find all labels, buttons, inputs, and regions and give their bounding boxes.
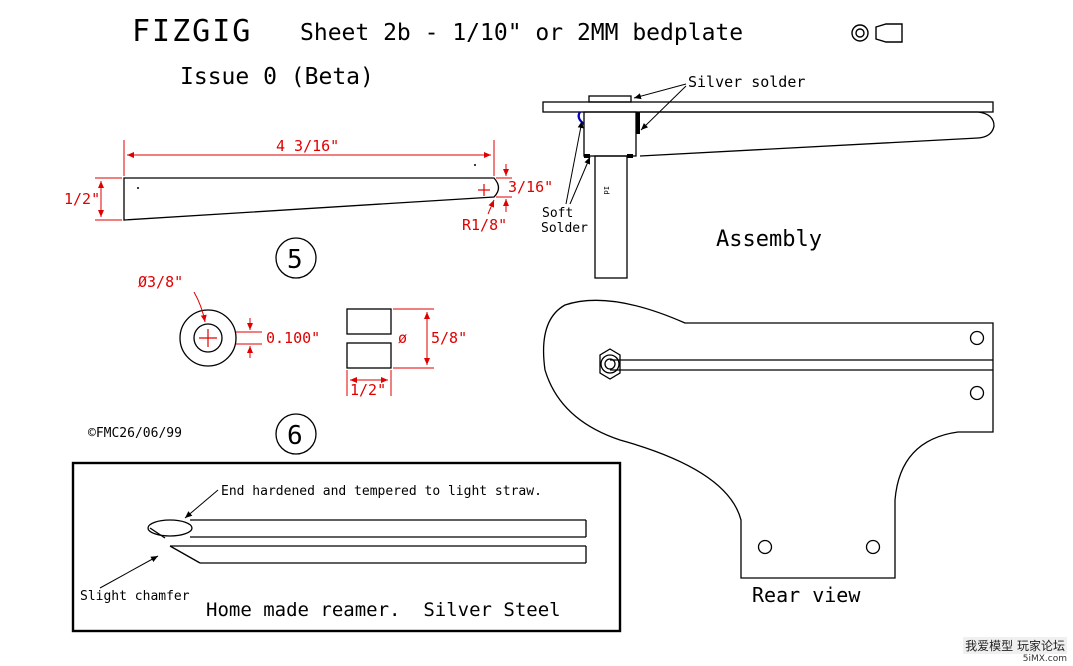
part5-end-dimension [496,164,512,212]
part5-center-mark [478,184,490,196]
reamer-chamfer-leader [99,555,159,589]
projection-symbol-icon [851,23,903,43]
part5-length-label: 4 3/16" [276,137,339,155]
reamer-chamfer-note: Slight chamfer [80,589,190,604]
silver-solder-leaders [633,83,687,131]
part6-length-label: 1/2" [350,381,386,399]
part5-balloon [275,237,317,279]
part6-width-dimension [236,318,262,358]
part5-dot-2 [474,164,476,166]
part5-radius-label: R1/8" [462,216,507,234]
part6-width-label: 0.100" [266,329,320,347]
part6-washer-center [199,329,217,347]
part6-hole-leader [193,291,207,323]
part5-end-label: 3/16" [508,178,553,196]
part5-arm [123,177,500,221]
reamer-frame [71,461,622,633]
part5-dot-1 [137,187,139,189]
soft-solder-label-2: Solder [541,221,588,236]
issue-label: Issue 0 (Beta) [180,64,374,90]
part6-dia-symbol: ø [398,329,407,347]
part6-height-label: 5/8" [431,329,467,347]
reamer-end-leader [184,489,219,519]
rear-view-drawing [542,299,994,579]
reamer-drawing [147,519,587,564]
part6-length-dimension [346,370,392,396]
part6-spacer [346,308,392,369]
part6-number: 6 [287,421,303,451]
sheet-subtitle: Sheet 2b - 1/10" or 2MM bedplate [300,20,743,46]
reamer-end-note: End hardened and tempered to light straw… [221,484,542,499]
rear-view-label: Rear view [752,583,861,607]
part6-hole-label: Ø3/8" [138,273,183,291]
soft-solder-label-1: Soft [542,206,573,221]
part6-height-dimension [393,308,434,369]
shaft-mark: Id [602,186,610,194]
copyright: ©FMC26/06/99 [88,426,182,441]
soft-solder-leaders [565,120,591,205]
part6-washer [179,309,237,367]
forum-watermark: 我爱模型 玩家论坛 5iMX.com [963,637,1067,664]
watermark-line-1: 我爱模型 玩家论坛 [963,637,1067,654]
watermark-line-2: 5iMX.com [1022,654,1067,664]
silver-solder-label: Silver solder [688,73,805,91]
silver-solder-fillets [584,112,640,158]
part5-length-dimension [123,140,495,176]
sheet-title: FIZGIG [132,14,252,49]
part5-height-dimension [95,177,122,221]
reamer-caption: Home made reamer. Silver Steel [206,599,561,621]
part5-height-label: 1/2" [64,190,100,208]
assembly-label: Assembly [716,227,822,252]
part6-balloon [275,413,317,455]
part5-radius-leader [487,199,495,215]
part5-number: 5 [287,245,303,275]
